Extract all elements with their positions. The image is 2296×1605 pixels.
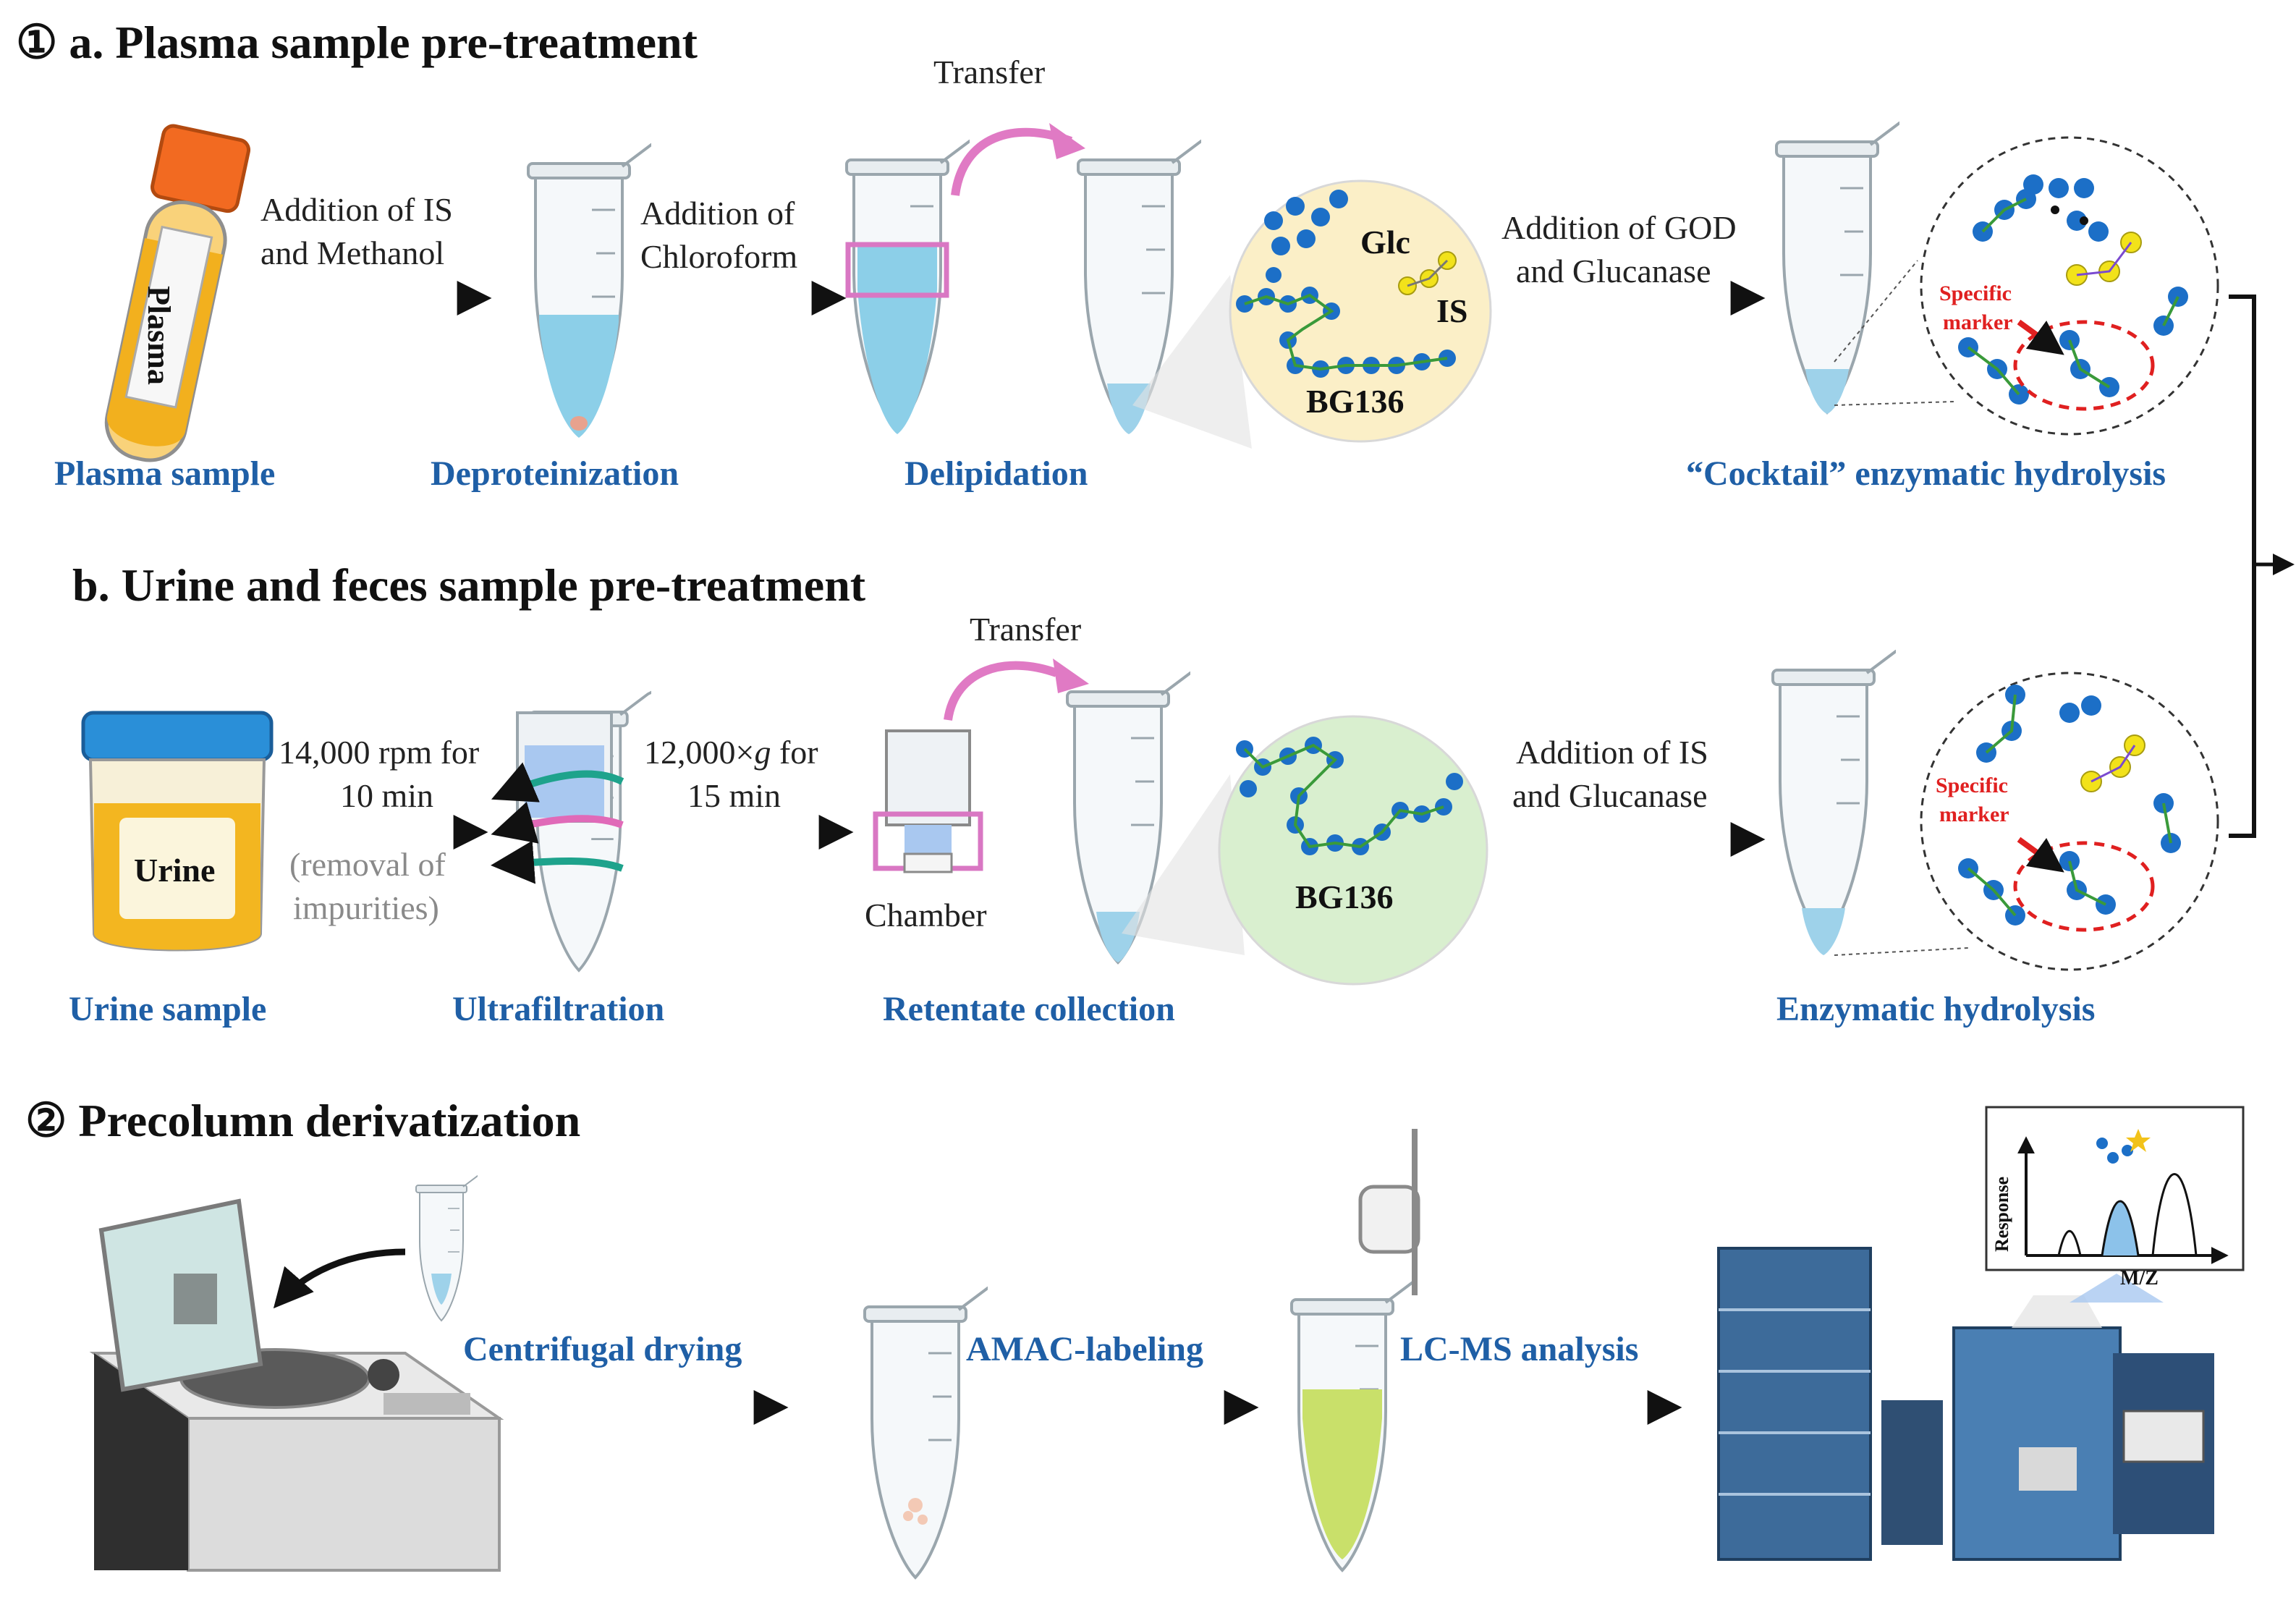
bubble-bg136: BG136 [1218,715,1488,986]
cocktail-tube-icon [1775,109,1899,414]
caption-ultrafiltration: Ultrafiltration [452,990,664,1028]
marker-label-2-line1: Specific [1936,774,2008,797]
caption-urine-sample: Urine sample [69,990,266,1028]
urine-cup-icon [81,711,274,952]
zoom-line-bottom [1834,401,1954,406]
caption-plasma-sample: Plasma sample [54,454,275,493]
step-is-glucanase-line1: Addition of IS [1516,734,1708,771]
step-chloroform-line1: Addition of [640,195,795,232]
marker-label-2-line2: marker [1939,802,2009,826]
bubble-glc-label: Glc [1360,224,1410,261]
step-removal-line1: (removal of [289,846,446,883]
section3-title: ② Precolumn derivatization [25,1095,580,1146]
bubble-bg136-label: BG136 [1306,383,1404,420]
step-transfer-1: Transfer [933,54,1045,90]
chamber-label: Chamber [865,897,987,933]
urine-cup-label: Urine [134,852,215,889]
step-transfer-2: Transfer [970,611,1081,648]
transfer-arrow-1 [951,127,1073,196]
spectrum-callout [2070,1274,2164,1303]
hydrolysis-zoom-circle-2: Specific marker [1920,672,2219,971]
zoom-line-2 [1834,947,1969,956]
step-rpm-line2: 10 min [340,777,433,814]
step-chloroform-line2: Chloroform [640,238,797,275]
section2-title: b. Urine and feces sample pre-treatment [72,559,866,611]
caption-delipidation: Delipidation [905,454,1088,493]
bubble-is-label: IS [1436,292,1467,329]
enzymatic-tube-icon [1771,637,1896,955]
bubble-glc-is: Glc IS BG136 [1229,179,1492,443]
caption-enzymatic-hydrolysis: Enzymatic hydrolysis [1776,990,2095,1028]
marker-label-1-line2: marker [1943,310,2013,334]
ultrafiltration-device-icon [491,680,651,972]
load-arrow [273,1248,406,1309]
step-god-line2: and Glucanase [1516,253,1711,289]
amac-tube-icon [1290,1129,1420,1572]
transfer-arrow-1-head [1049,123,1085,159]
caption-amac-labeling: AMAC-labeling [966,1330,1203,1368]
transfer-arrow-2 [944,661,1059,721]
chamber-icon [873,729,983,873]
spectrum-ylabel: Response [1991,1177,2012,1252]
plasma-tube-label: Plasma [141,286,177,385]
zoom-line-top [1834,260,1918,363]
step-rpm-line1: 14,000 rpm for [279,734,479,771]
step-g-line2: 15 min [687,777,781,814]
caption-cocktail-hydrolysis: “Cocktail” enzymatic hydrolysis [1686,454,2166,493]
zoom-cone-1 [1132,275,1252,449]
marker-label-1-line1: Specific [1939,281,2012,305]
step-is-glucanase-line2: and Glucanase [1512,777,1708,814]
step-addition-is-line2: and Methanol [260,234,444,271]
step-addition-is-line1: Addition of IS [260,191,453,228]
step-g-line1: 12,000×g for [644,734,818,771]
section1-title: ① a. Plasma sample pre-treatment [16,17,698,68]
hydrolysis-zoom-circle-1: Specific marker [1920,136,2219,436]
delipidation-tube-icon [845,127,970,434]
zoom-cone-2 [1122,774,1245,955]
step-removal-line2: impurities) [293,889,439,926]
caption-lcms-analysis: LC-MS analysis [1400,1330,1638,1368]
small-tube-icon [415,1169,478,1321]
spectrum-inset: M/Z Response [1985,1106,2245,1289]
centrifugal-dryer-icon [89,1198,504,1572]
step-god-line1: Addition of GOD [1501,209,1737,246]
caption-deproteinization: Deproteinization [431,454,679,493]
merge-bracket [2229,295,2256,838]
spectrum-xlabel: M/Z [2120,1267,2159,1289]
transfer-arrow-2-head [1053,658,1089,693]
deproteinization-tube-icon [527,130,651,438]
dried-tube-icon [863,1274,988,1579]
lcms-instrument-icon [1717,1247,2214,1561]
lipid-layer-box [845,242,949,298]
bubble-bg136-label-2: BG136 [1295,878,1393,915]
caption-retentate-collection: Retentate collection [883,990,1175,1028]
plasma-tube-icon [104,124,251,462]
caption-centrifugal-drying: Centrifugal drying [463,1330,742,1368]
